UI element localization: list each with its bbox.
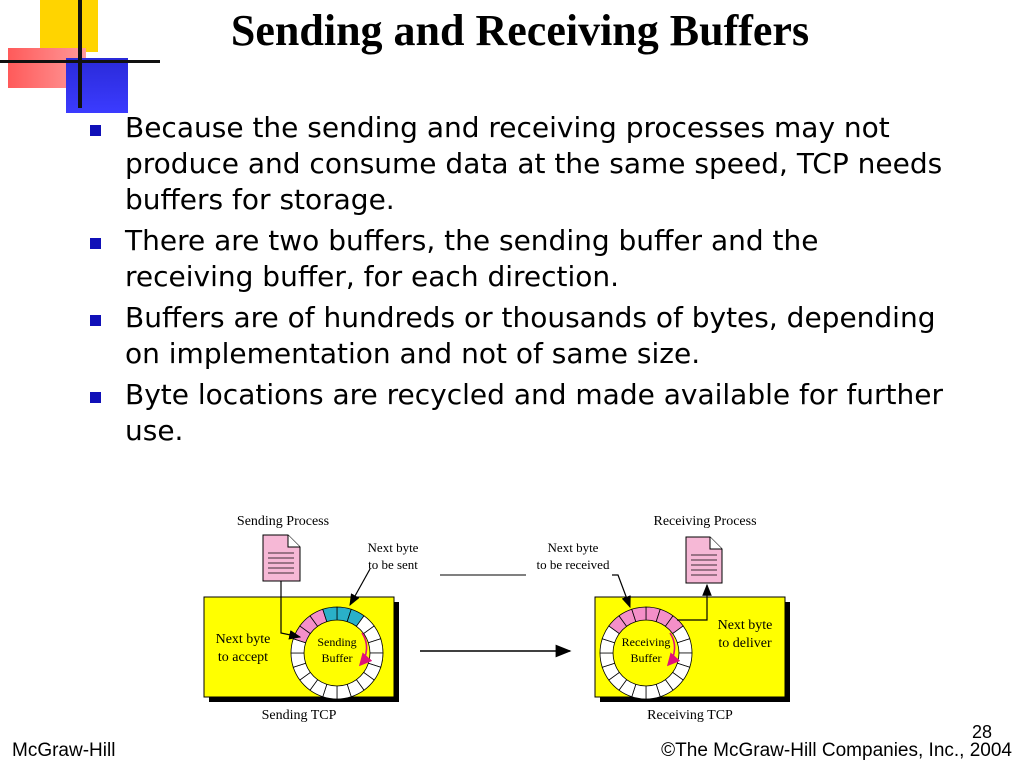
sending-direction-arrow [358,632,373,667]
bullet-item: There are two buffers, the sending buffe… [88,223,948,295]
next-byte-sent-line2: to be sent [368,557,418,572]
sending-tcp-label: Sending TCP [262,708,337,723]
bullet-square-icon [90,238,101,249]
receiving-buffer-ring [599,606,693,700]
next-byte-deliver-line1: Next byte [718,618,773,633]
bullet-list: Because the sending and receiving proces… [88,110,948,454]
buffer-segment [322,606,338,623]
decor-horizontal-line [0,60,160,63]
bullet-text: Byte locations are recycled and made ava… [125,378,943,447]
receiving-direction-arrow [666,632,681,667]
bullet-square-icon [90,392,101,403]
bullet-item: Because the sending and receiving proces… [88,110,948,218]
footer-copyright: ©The McGraw-Hill Companies, Inc., 2004 [661,740,1012,761]
decor-yellow-square [40,0,98,52]
footer-publisher: McGraw-Hill [12,740,116,761]
bullet-text: There are two buffers, the sending buffe… [125,224,819,293]
next-byte-sent-line1: Next byte [368,540,419,555]
next-byte-deliver-line2: to deliver [718,636,772,651]
bullet-text: Because the sending and receiving proces… [125,111,943,216]
bullet-square-icon [90,315,101,326]
sending-process-label: Sending Process [237,514,329,529]
bullet-text: Buffers are of hundreds or thousands of … [125,301,936,370]
buffer-segment [631,606,647,623]
deliver-arrow [677,583,712,621]
next-byte-received-line2: to be received [537,557,610,572]
receiving-buffer-label-line2: Buffer [630,651,661,665]
receiving-buffer-label-line1: Receiving [622,635,671,649]
sending-buffer-label-line1: Sending [317,635,356,649]
receiving-process-label: Receiving Process [653,514,756,529]
next-byte-accept-line1: Next byte [216,632,271,647]
bullet-item: Buffers are of hundreds or thousands of … [88,300,948,372]
page-number: 28 [971,722,992,742]
next-byte-received-line1: Next byte [548,540,599,555]
receiving-tcp-label: Receiving TCP [647,708,733,723]
tcp-buffer-diagram: Sending Process Receiving Process Next b… [203,514,790,723]
sending-document-icon [262,534,301,582]
decor-vertical-line [78,0,82,108]
bullet-square-icon [90,125,101,136]
decor-blue-square [66,58,128,113]
next-byte-accept-line2: to accept [218,650,268,665]
receiving-document-icon [685,536,723,584]
accept-arrow [280,581,302,640]
sending-buffer-label-line2: Buffer [321,651,352,665]
bullet-item: Byte locations are recycled and made ava… [88,377,948,449]
slide-title: Sending and Receiving Buffers [230,6,810,55]
to-be-received-arrow [612,574,631,609]
to-be-sent-arrow [349,568,371,607]
